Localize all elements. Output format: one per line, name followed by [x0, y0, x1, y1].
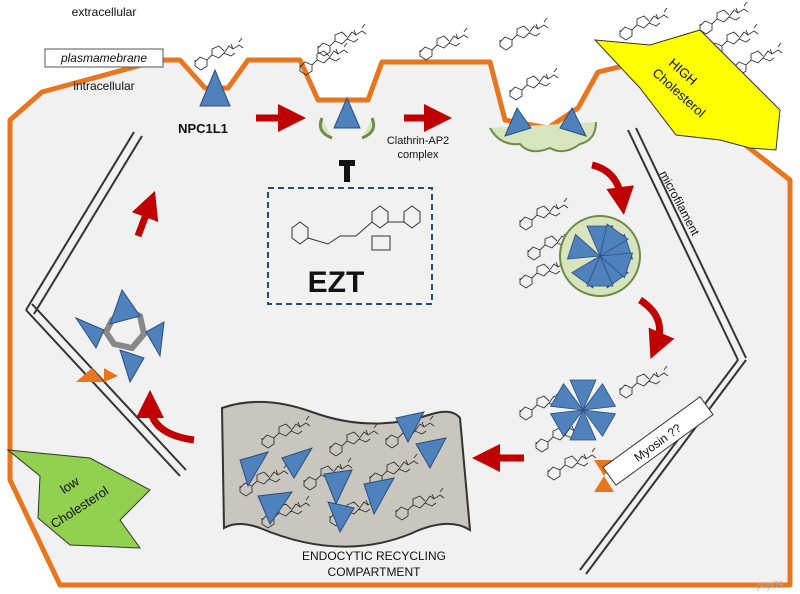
- arrow-to-vesicle: [591, 161, 635, 215]
- clathrin-coat-icon: [489, 106, 597, 153]
- clathrin-label-line2: complex: [398, 149, 439, 161]
- clathrin-label-line1: Clathrin-AP2: [387, 135, 449, 147]
- erc-label-line2: COMPARTMENT: [328, 565, 422, 579]
- plasma-membrane-label: plasmamebrane: [60, 51, 147, 65]
- ezetimibe-structure-icon: [291, 205, 421, 251]
- inhibition-bar: [339, 160, 355, 166]
- plasma-membrane-box: [44, 48, 164, 68]
- npc1l1-label: NPC1L1: [178, 121, 228, 136]
- erc-label-line1: ENDOCYTIC RECYCLING: [302, 549, 446, 563]
- high-cholesterol-arrow: [593, 29, 781, 151]
- myosin-box: [602, 396, 714, 486]
- coated-vesicle: [519, 197, 641, 297]
- microfilament-left: [25, 131, 187, 477]
- ezetimibe-box: [267, 187, 433, 305]
- clathrin-coat-icon: [318, 96, 376, 140]
- recycling-vesicle: [74, 288, 165, 384]
- low-cholesterol-arrow: [6, 449, 151, 549]
- arrow-to-uncoated: [637, 297, 675, 359]
- extracellular-label: extracellular: [72, 5, 137, 19]
- erc-contents: [239, 411, 447, 534]
- arrow-to-membrane: [131, 190, 159, 238]
- inhibition-stem: [344, 166, 350, 182]
- credit-label: pap09: [757, 580, 783, 591]
- arrow-to-recycling: [136, 390, 195, 444]
- drug-label: EZT: [308, 266, 365, 299]
- microfilament-right: [579, 127, 747, 575]
- intracellular-label: intracellular: [73, 79, 134, 93]
- npc1l1-triangle-icon: [199, 68, 231, 107]
